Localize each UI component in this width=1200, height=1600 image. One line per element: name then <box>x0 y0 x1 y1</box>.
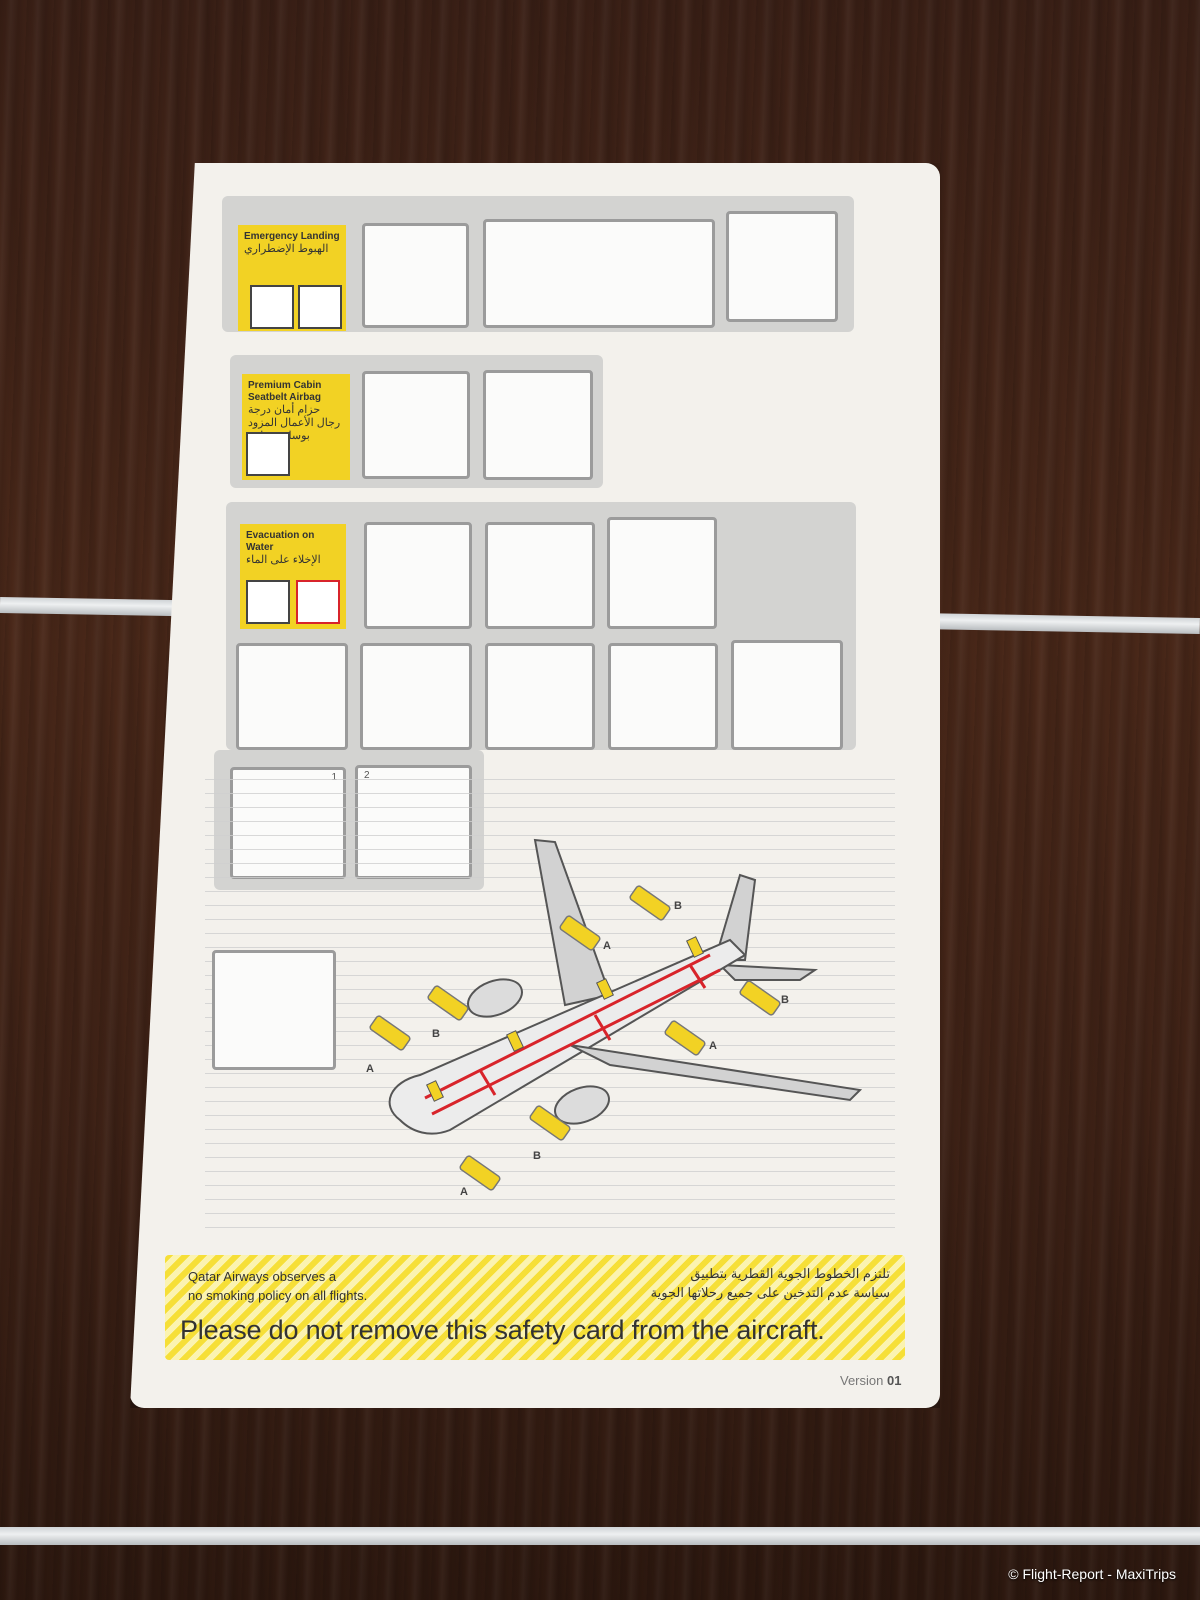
airbag-buckle-illustration <box>483 370 593 480</box>
slide-rear-right <box>739 980 781 1016</box>
evacuation-water-title: Evacuation on Water <box>246 530 315 553</box>
no-slide-raft-icon <box>296 580 340 624</box>
slide-mid1-right <box>529 1105 571 1141</box>
no-smoking-notice-ar: تلتزم الخطوط الجوية القطرية بتطبيق سياسة… <box>620 1265 890 1303</box>
exit-label-mid2-right: A <box>709 1040 717 1052</box>
slide-front-right <box>459 1155 501 1191</box>
no-smoking-notice-en-line-2: no smoking policy on all flights. <box>188 1287 368 1303</box>
airbag-seat-illustration <box>362 371 470 479</box>
seatbelt-airbag-title-2: Seatbelt Airbag <box>248 392 321 403</box>
version-label: Version <box>840 1373 884 1388</box>
exit-label-front-left: A <box>366 1063 374 1075</box>
exit-door-markers <box>426 936 704 1102</box>
evacuation-water-title-ar: الإخلاء على الماء <box>246 554 321 566</box>
exit-label-rear-right: B <box>781 994 789 1006</box>
slide-front-left <box>369 1015 411 1051</box>
slide-mid2-left <box>559 915 601 951</box>
emergency-landing-title-ar: الهبوط الإضطراري <box>244 243 329 255</box>
tray-rail-bottom <box>0 1527 1200 1545</box>
seatbelt-airbag-title-1: Premium Cabin <box>248 380 322 391</box>
aircraft-fuselage <box>388 938 747 1135</box>
brace-position-illustration-1 <box>362 223 469 328</box>
aircraft-exit-diagram <box>369 838 863 1191</box>
lifevest-open-pouch <box>607 517 717 629</box>
emergency-landing-title: Emergency Landing <box>244 231 340 242</box>
exit-label-mid2-left: A <box>603 940 611 952</box>
lifevest-location-economy <box>485 522 595 629</box>
airbag-belt-icon <box>246 432 290 476</box>
no-smoking-notice-en: Qatar Airways observes a no smoking poli… <box>188 1268 428 1306</box>
lifevest-step-put-on <box>236 643 348 750</box>
aircraft-engine-right <box>554 1085 610 1125</box>
no-smoking-notice-ar-line-2: سياسة عدم التدخين على جميع رحلاتها الجوي… <box>650 1284 890 1300</box>
slide-mid2-right <box>664 1020 706 1056</box>
slide-mid1-left <box>427 985 469 1021</box>
photo-credit: © Flight-Report - MaxiTrips <box>1008 1566 1176 1582</box>
lifevest-step-tighten <box>485 643 595 750</box>
exit-label-front-right: A <box>460 1186 468 1198</box>
aircraft-wing-lower <box>569 1044 863 1102</box>
exit-label-rear-left: B <box>674 900 682 912</box>
evacuation-slides <box>369 885 781 1191</box>
lifevest-location-premium <box>364 522 472 629</box>
exit-label-mid1-left: B <box>432 1028 440 1040</box>
water-evacuation-icon <box>246 580 290 624</box>
brace-position-illustration-2 <box>483 219 715 328</box>
escape-path-lines <box>424 953 721 1116</box>
land-landing-icon <box>250 285 294 329</box>
exit-label-mid1-right: B <box>533 1150 541 1162</box>
card-version: Version 01 <box>840 1373 901 1388</box>
slide-rear-left <box>629 885 671 921</box>
lifevest-step-inflate <box>608 643 718 750</box>
water-landing-icon <box>298 285 342 329</box>
aircraft-engine-left <box>467 978 523 1018</box>
do-not-remove-card-notice: Please do not remove this safety card fr… <box>180 1315 825 1345</box>
exit-hazard-check-illustration <box>212 950 336 1070</box>
no-smoking-notice-en-line-1: Qatar Airways observes a <box>188 1269 337 1284</box>
no-smoking-notice-ar-line-1: تلتزم الخطوط الجوية القطرية بتطبيق <box>690 1266 890 1281</box>
no-smoking-footer-banner <box>165 1255 905 1360</box>
smoke-cabin-illustration <box>726 211 838 322</box>
lifevest-step-fasten <box>360 643 472 750</box>
version-number: 01 <box>887 1373 902 1388</box>
lifevest-step-exit <box>731 640 843 750</box>
aircraft-horizontal-stabilizer <box>717 963 819 981</box>
